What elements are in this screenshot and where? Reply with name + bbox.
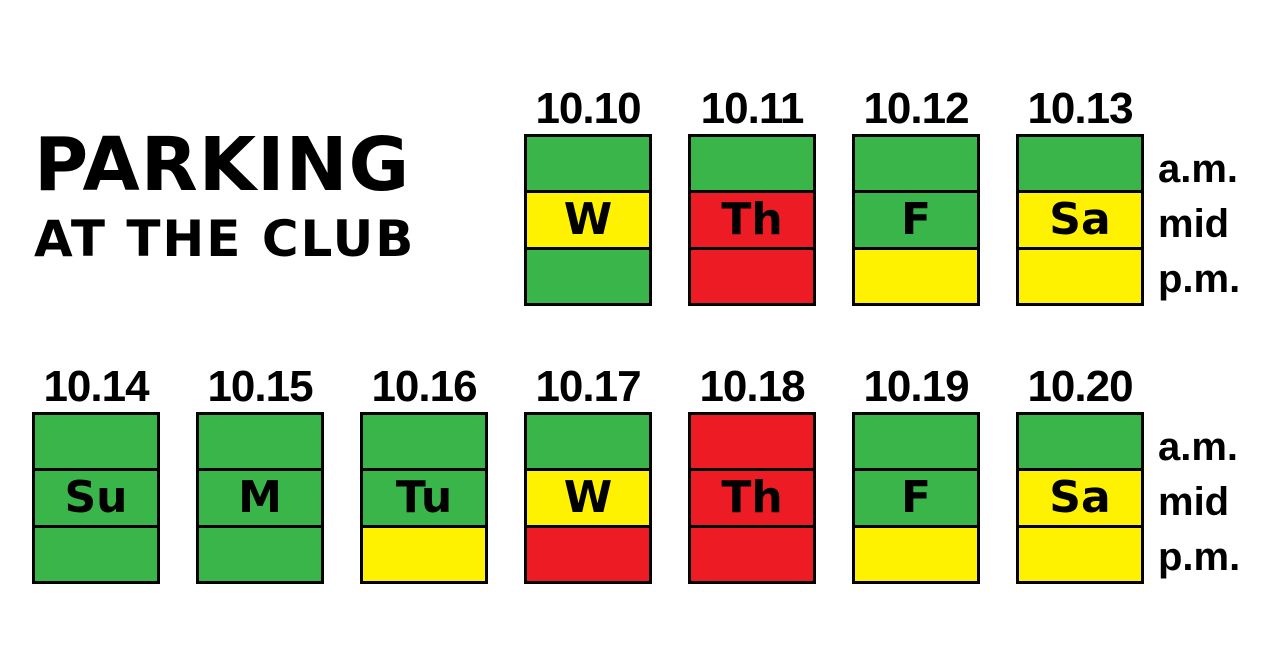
- period-label-mid: mid: [1158, 480, 1230, 524]
- status-box: Su: [32, 412, 160, 584]
- slot-mid-red: Th: [691, 193, 813, 247]
- slot-am-green: [527, 137, 649, 191]
- slot-mid-red: Th: [691, 471, 813, 525]
- date-label: 10.15: [207, 362, 313, 411]
- status-box: Sa: [1016, 134, 1144, 306]
- slot-am-green: [691, 137, 813, 191]
- status-box: Sa: [1016, 412, 1144, 584]
- day-abbr: Th: [721, 472, 783, 524]
- slot-am-green: [1019, 415, 1141, 469]
- period-label-pm: p.m.: [1158, 257, 1241, 301]
- status-box: M: [196, 412, 324, 584]
- title-at-the-club: AT THE CLUB: [34, 210, 416, 268]
- date-label: 10.12: [863, 84, 969, 133]
- period-label-mid: mid: [1158, 202, 1230, 246]
- slot-mid-green: Su: [35, 471, 157, 525]
- slot-am-green: [855, 415, 977, 469]
- slot-pm-yellow: [855, 249, 977, 303]
- slot-mid-green: M: [199, 471, 321, 525]
- slot-pm-green: [35, 527, 157, 581]
- day-abbr: W: [563, 194, 613, 246]
- date-label: 10.13: [1027, 84, 1133, 133]
- date-label: 10.19: [863, 362, 969, 411]
- day-abbr: M: [238, 472, 282, 524]
- slot-mid-yellow: W: [527, 471, 649, 525]
- slot-mid-green: F: [855, 471, 977, 525]
- day-abbr: Su: [64, 472, 128, 524]
- day-abbr: Th: [721, 194, 783, 246]
- date-label: 10.14: [43, 362, 149, 411]
- slot-am-green: [363, 415, 485, 469]
- day-abbr: Sa: [1049, 472, 1111, 524]
- period-label-am: a.m.: [1158, 147, 1239, 191]
- slot-pm-green: [199, 527, 321, 581]
- date-label: 10.11: [700, 84, 805, 133]
- slot-pm-red: [691, 527, 813, 581]
- slot-pm-green: [527, 249, 649, 303]
- slot-pm-yellow: [363, 527, 485, 581]
- day-abbr: Tu: [395, 472, 453, 524]
- status-box: Th: [688, 412, 816, 584]
- day-abbr: F: [900, 194, 932, 246]
- slot-mid-green: F: [855, 193, 977, 247]
- slot-am-green: [527, 415, 649, 469]
- slot-pm-yellow: [1019, 527, 1141, 581]
- period-label-am: a.m.: [1158, 425, 1239, 469]
- status-box: W: [524, 412, 652, 584]
- slot-am-red: [691, 415, 813, 469]
- day-abbr: F: [900, 472, 932, 524]
- status-box: Tu: [360, 412, 488, 584]
- slot-mid-yellow: Sa: [1019, 193, 1141, 247]
- day-abbr: Sa: [1049, 194, 1111, 246]
- slot-am-green: [855, 137, 977, 191]
- status-box: F: [852, 412, 980, 584]
- day-abbr: W: [563, 472, 613, 524]
- date-label: 10.20: [1027, 362, 1133, 411]
- status-box: W: [524, 134, 652, 306]
- slot-mid-yellow: W: [527, 193, 649, 247]
- slot-am-green: [35, 415, 157, 469]
- slot-pm-yellow: [855, 527, 977, 581]
- status-box: Th: [688, 134, 816, 306]
- period-label-pm: p.m.: [1158, 535, 1241, 579]
- slot-am-green: [1019, 137, 1141, 191]
- slot-pm-red: [691, 249, 813, 303]
- slot-mid-yellow: Sa: [1019, 471, 1141, 525]
- date-label: 10.16: [371, 362, 477, 411]
- title-parking: PARKING: [34, 122, 411, 208]
- slot-pm-yellow: [1019, 249, 1141, 303]
- slot-pm-red: [527, 527, 649, 581]
- status-box: F: [852, 134, 980, 306]
- slot-am-green: [199, 415, 321, 469]
- slot-mid-green: Tu: [363, 471, 485, 525]
- date-label: 10.17: [535, 362, 641, 411]
- date-label: 10.18: [699, 362, 805, 411]
- date-label: 10.10: [535, 84, 641, 133]
